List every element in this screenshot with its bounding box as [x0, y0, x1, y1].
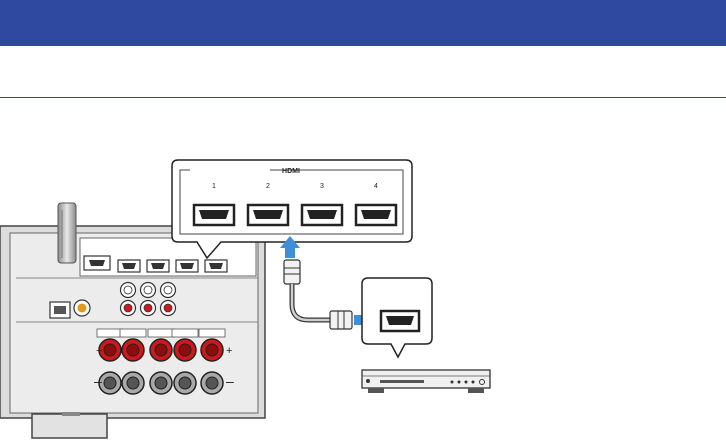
player-callout [362, 278, 432, 357]
hdmi-cable [284, 260, 352, 329]
rca-jack [121, 283, 136, 298]
rca-jack [161, 301, 176, 316]
receiver-foot [32, 414, 107, 438]
callout-port-number: 1 [212, 183, 216, 190]
minus-label-right: – [226, 373, 234, 389]
player-hdmi-out-port [381, 311, 419, 331]
receiver-hdmi-port [147, 260, 169, 272]
plus-label-left: + [96, 345, 102, 357]
callout-port-number: 2 [266, 183, 270, 190]
receiver-hdmi-port [205, 260, 227, 272]
receiver-hdmi-port [176, 260, 198, 272]
callout-port-number: 3 [320, 183, 324, 190]
receiver-hdmi-port [118, 260, 140, 272]
minus-label-left: – [94, 373, 102, 389]
rca-jack [141, 301, 156, 316]
plus-label-right: + [226, 345, 232, 357]
rca-jack [141, 283, 156, 298]
rca-jack [161, 283, 176, 298]
bd-player-device [362, 370, 490, 393]
rca-jack [121, 301, 136, 316]
wireless-antenna [58, 203, 76, 263]
callout-title: HDMI [282, 168, 300, 175]
callout-port-number: 4 [374, 183, 378, 190]
